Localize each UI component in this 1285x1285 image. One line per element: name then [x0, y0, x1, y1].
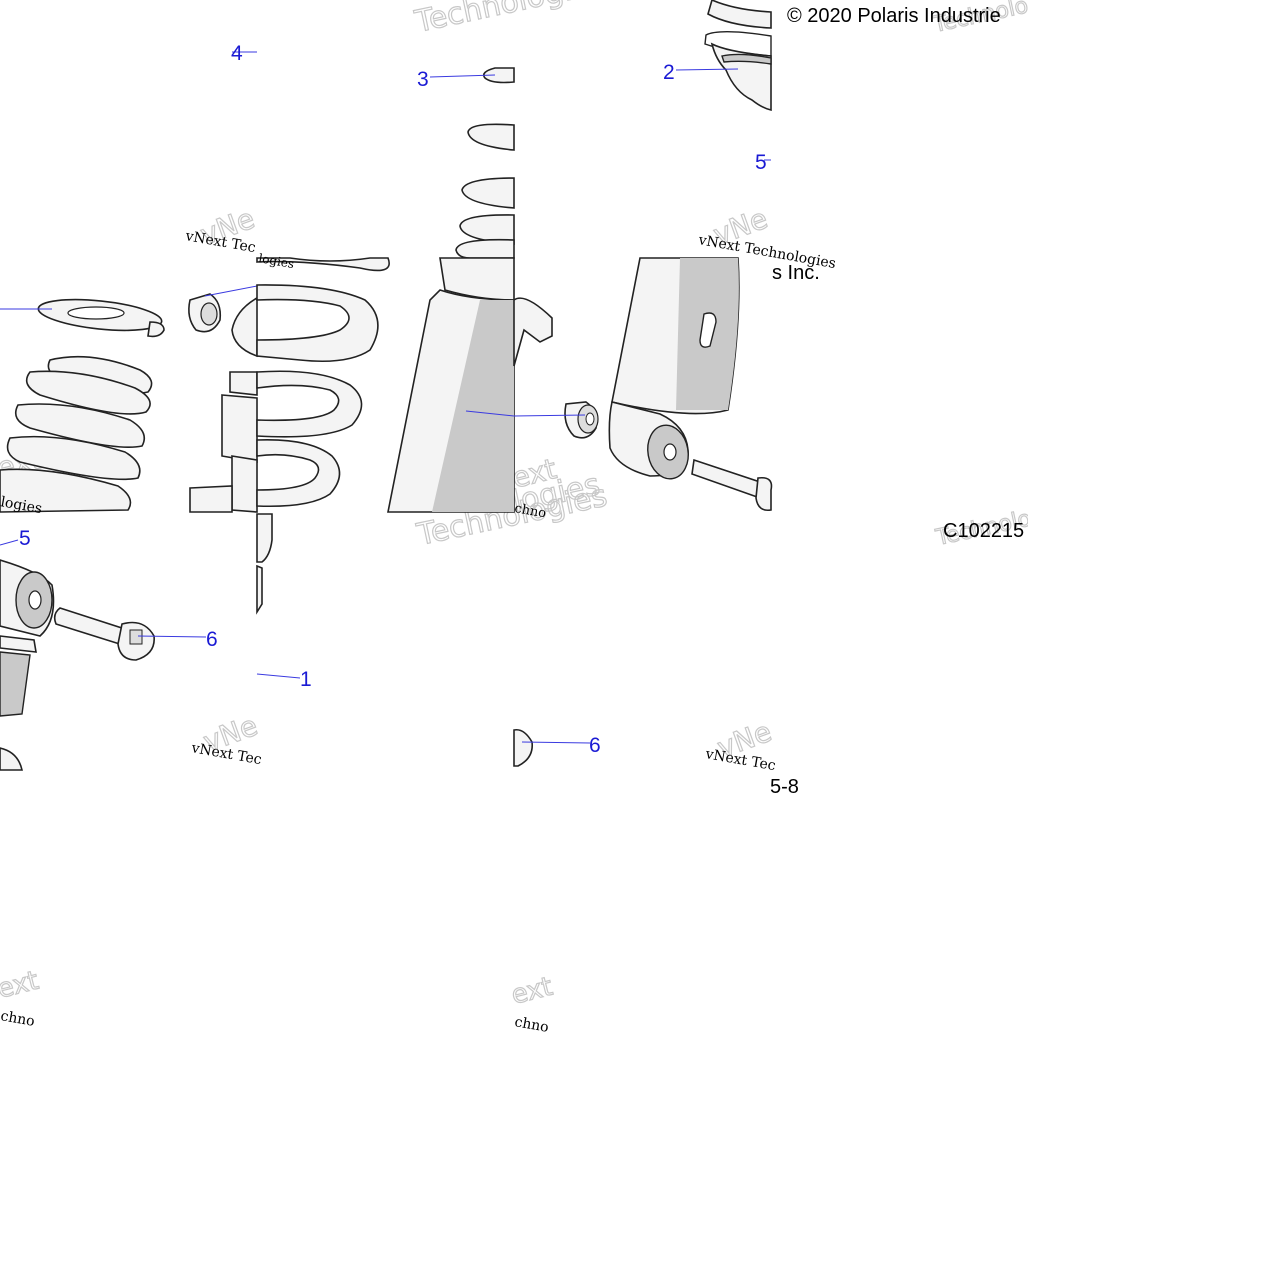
- shock-body-left-part: [189, 296, 258, 513]
- watermark-techno-4: chno: [513, 1014, 550, 1036]
- diagram-code: C102215: [943, 520, 1024, 542]
- coil-spring-lower-left: [0, 298, 165, 513]
- diagram-code-suffix: 5-8: [770, 776, 799, 798]
- callout-6-right: 6: [589, 734, 601, 757]
- shock-rod-lower: [256, 513, 301, 679]
- watermark-ext-bottommid: ext: [508, 972, 555, 1011]
- coil-spring-large: [256, 257, 390, 508]
- watermark-logies-1: logies: [257, 251, 295, 271]
- watermark-tech-top: Technologies: [411, 0, 608, 40]
- spring-retainer-top: [675, 0, 772, 161]
- callout-5-left: 5: [19, 527, 31, 550]
- bolt-lower-left: [53, 607, 207, 661]
- bushing-upper-left: [188, 285, 258, 333]
- shock-eye-lower: [0, 539, 55, 771]
- coil-spring-upper: [429, 67, 515, 259]
- bolt-mid: [691, 458, 773, 512]
- shock-body-center: [387, 257, 515, 513]
- watermark-ext-bottomleft: ext: [0, 966, 42, 1005]
- shock-absorber-body: [513, 257, 740, 480]
- callout-4: 4: [231, 42, 243, 65]
- copyright-tail: s Inc.: [772, 262, 820, 284]
- watermark-techno-1: logies: [0, 494, 43, 517]
- callout-5-top: 5: [755, 151, 767, 174]
- nut-lower: [513, 728, 591, 767]
- callout-1: 1: [300, 668, 312, 691]
- watermark-techno-3: chno: [0, 1008, 36, 1030]
- bushing-mid: [513, 401, 599, 439]
- empty-right-area: [1028, 0, 1285, 1285]
- watermark-techno-2: chno: [513, 501, 547, 521]
- callouts: 4 3 2 5 5 6 1 6: [19, 42, 767, 757]
- callout-3: 3: [417, 68, 429, 91]
- copyright-text: © 2020 Polaris Industrie: [787, 5, 1001, 27]
- callout-6-left: 6: [206, 628, 218, 651]
- callout-2: 2: [663, 61, 675, 84]
